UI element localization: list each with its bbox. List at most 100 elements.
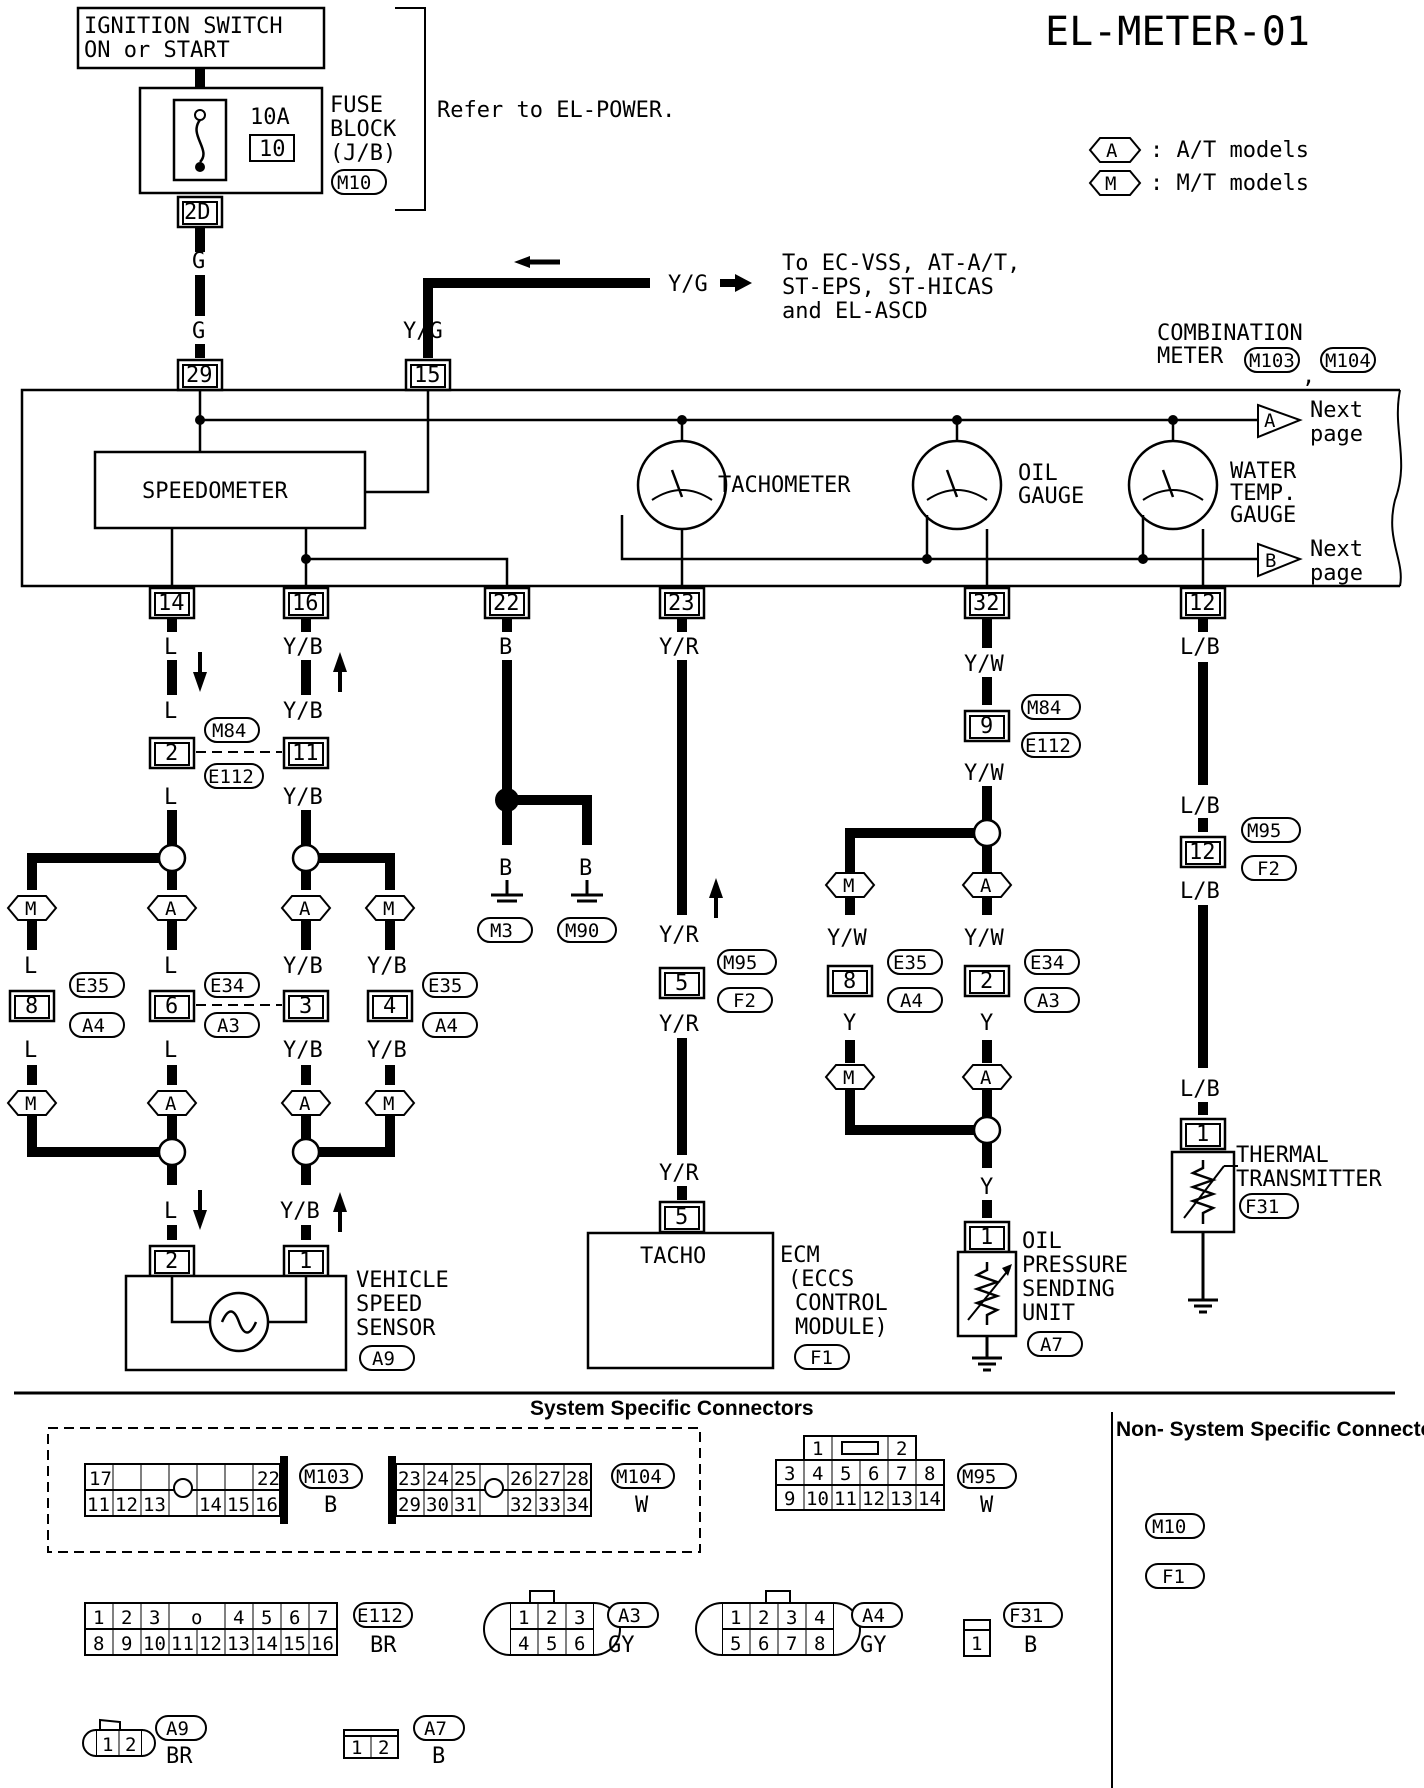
svg-text:M: M <box>843 875 854 897</box>
conn-a4-yw: A4 <box>900 990 923 1012</box>
svg-text:5: 5 <box>840 1463 851 1485</box>
ignition-line1: IGNITION SWITCH <box>84 14 283 39</box>
svg-text:6: 6 <box>758 1633 769 1655</box>
svg-text:M: M <box>843 1067 854 1089</box>
legend-m-text: : M/T models <box>1150 171 1309 196</box>
svg-text:12: 12 <box>1189 840 1216 865</box>
svg-text:Y/R: Y/R <box>659 1161 699 1186</box>
legend-a-text: : A/T models <box>1150 138 1309 163</box>
ignition-switch: IGNITION SWITCH ON or START <box>76 6 326 70</box>
fuse-amp: 10A <box>250 105 290 130</box>
svg-text:L: L <box>164 954 177 979</box>
svg-text:2: 2 <box>378 1737 389 1759</box>
svg-text:8: 8 <box>93 1633 104 1655</box>
svg-text:16: 16 <box>255 1494 278 1516</box>
svg-text:2: 2 <box>546 1607 557 1629</box>
meter-pin-16: 16 <box>292 591 319 616</box>
meter-conn-m103: M103 <box>1249 350 1295 372</box>
svg-text:12: 12 <box>862 1488 885 1510</box>
svg-text:14: 14 <box>918 1488 941 1510</box>
svg-text:3: 3 <box>299 994 312 1019</box>
svg-text:5: 5 <box>675 1205 688 1230</box>
speedometer-label: SPEEDOMETER <box>142 479 288 504</box>
svg-text:32: 32 <box>510 1494 533 1516</box>
svg-text:1: 1 <box>971 1633 982 1655</box>
svg-text:o: o <box>191 1607 202 1629</box>
conn-e112-yw: E112 <box>1025 735 1071 757</box>
svg-text:5: 5 <box>261 1607 272 1629</box>
legend-a-symbol: A <box>1106 140 1118 162</box>
conn-a9: A9 <box>372 1348 395 1370</box>
wire-g-upper: G <box>192 249 205 274</box>
conn-f31: F31 <box>1245 1196 1279 1218</box>
svg-text:16: 16 <box>311 1633 334 1655</box>
svg-text:13: 13 <box>227 1633 250 1655</box>
yg-to-3: and EL-ASCD <box>782 299 928 324</box>
connector-m95: 1 2 3 4 5 6 7 8 9 10 11 12 13 14 M95 W <box>775 1435 1017 1518</box>
svg-text:3: 3 <box>784 1463 795 1485</box>
ecm-line1: ECM <box>780 1243 820 1268</box>
ecm-line3: CONTROL <box>795 1291 888 1316</box>
svg-text:L: L <box>164 1038 177 1063</box>
svg-text:9: 9 <box>121 1633 132 1655</box>
svg-text:2: 2 <box>121 1607 132 1629</box>
conn-m84-l: M84 <box>212 720 246 742</box>
svg-text:1: 1 <box>980 1225 993 1250</box>
svg-text:6: 6 <box>868 1463 879 1485</box>
svg-text:A7: A7 <box>424 1718 447 1740</box>
svg-text:1: 1 <box>102 1734 113 1756</box>
svg-text:E112: E112 <box>357 1605 403 1627</box>
next-page-b-line1: Next <box>1310 537 1363 562</box>
svg-text:B: B <box>499 856 512 881</box>
wire-g-lower: G <box>192 319 205 344</box>
ecm-tacho: TACHO <box>640 1244 706 1269</box>
svg-text:L: L <box>164 1199 177 1224</box>
svg-text:14: 14 <box>199 1494 222 1516</box>
yg-to-1: To EC-VSS, AT-A/T, <box>782 251 1020 276</box>
ground-m90: M90 <box>565 920 599 942</box>
svg-text:3: 3 <box>786 1607 797 1629</box>
svg-text:14: 14 <box>255 1633 278 1655</box>
svg-text:10: 10 <box>806 1488 829 1510</box>
svg-text:L: L <box>164 785 177 810</box>
svg-text:2: 2 <box>758 1607 769 1629</box>
svg-text:13: 13 <box>890 1488 913 1510</box>
svg-text:7: 7 <box>317 1607 328 1629</box>
conn-m95-yr: M95 <box>723 952 757 974</box>
svg-text:Y/B: Y/B <box>283 1038 323 1063</box>
svg-text:4: 4 <box>383 994 396 1019</box>
svg-text:Y/B: Y/B <box>283 699 323 724</box>
svg-text:34: 34 <box>566 1494 589 1516</box>
svg-text:B: B <box>499 635 512 660</box>
svg-text:27: 27 <box>538 1468 561 1490</box>
conn-e35-yb: E35 <box>428 975 462 997</box>
meter-pin-12: 12 <box>1189 591 1216 616</box>
connector-a9: 1 2 A9 BR <box>82 1715 207 1769</box>
svg-text:2: 2 <box>125 1734 136 1756</box>
vss-label-3: SENSOR <box>356 1316 436 1341</box>
wire-lb-circuit: L/B L/B 12 L/B L/B 1 <box>1179 618 1227 1151</box>
svg-text:4: 4 <box>233 1607 244 1629</box>
svg-text:GY: GY <box>860 1633 887 1658</box>
meter-pin-29: 29 <box>186 363 213 388</box>
svg-text:Y/B: Y/B <box>280 1199 320 1224</box>
svg-text:Y/R: Y/R <box>659 1012 699 1037</box>
svg-text:13: 13 <box>143 1494 166 1516</box>
meter-pin-23: 23 <box>668 591 695 616</box>
oil-gauge-label-2: GAUGE <box>1018 484 1084 509</box>
svg-text:31: 31 <box>454 1494 477 1516</box>
svg-text:11: 11 <box>292 741 319 766</box>
wire-yg-meter: Y/G <box>403 319 443 344</box>
meter-pin-32: 32 <box>973 591 1000 616</box>
next-page-b: B <box>1265 550 1276 572</box>
svg-text:W: W <box>635 1493 649 1518</box>
svg-text:5: 5 <box>546 1633 557 1655</box>
conn-a4-l: A4 <box>82 1015 105 1037</box>
svg-text:9: 9 <box>980 714 993 739</box>
svg-text:24: 24 <box>426 1468 449 1490</box>
svg-text:BR: BR <box>370 1633 397 1658</box>
meter-title-1: COMBINATION <box>1157 321 1303 346</box>
svg-text:15: 15 <box>283 1633 306 1655</box>
next-page-a-line2: page <box>1310 422 1363 447</box>
